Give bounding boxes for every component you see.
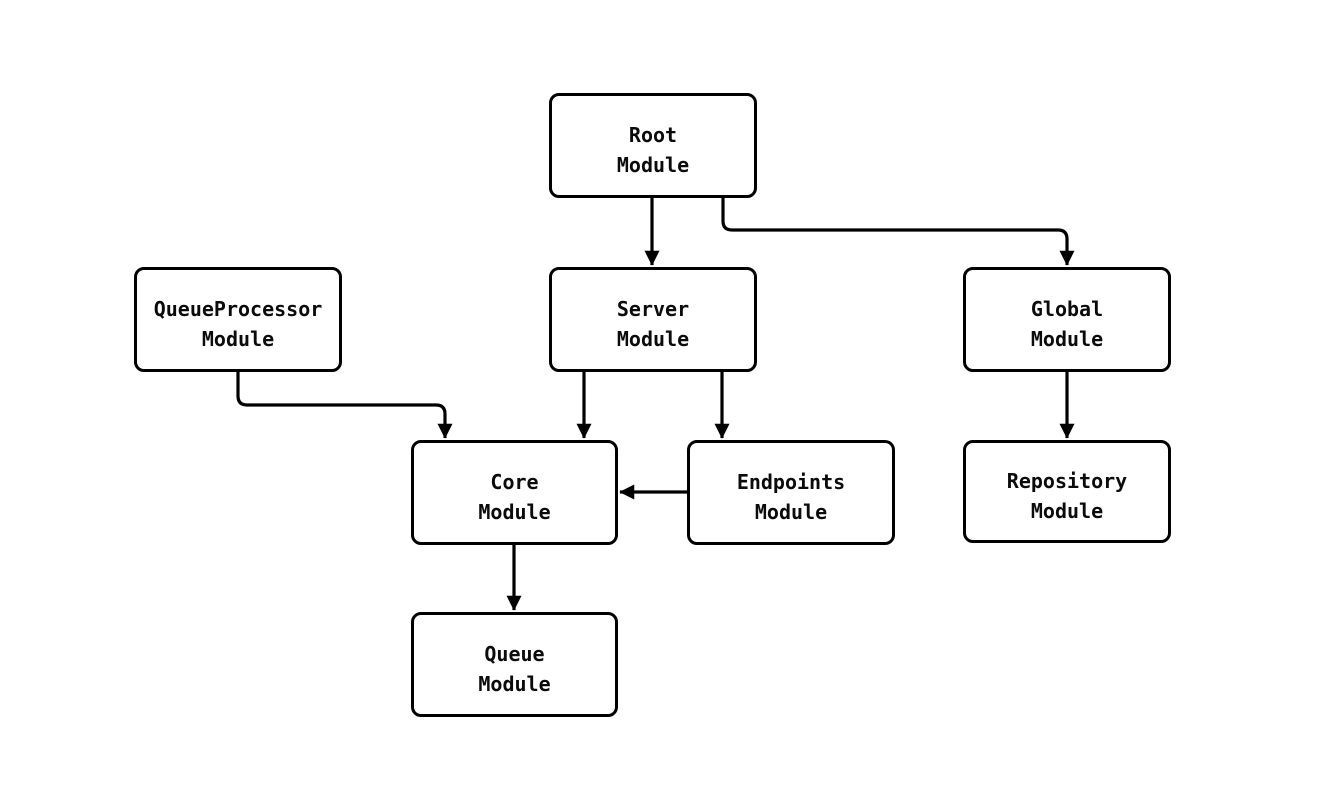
node-label-line1: Server [616, 296, 690, 321]
edge-root-to-global [721, 198, 1075, 266]
node-label-line2: Module [478, 499, 551, 524]
node-label-line2: Module [616, 326, 690, 351]
node-label-line2: Module [1030, 326, 1104, 351]
node-label-line1: Core [490, 469, 539, 494]
node-label-line1: QueueProcessor [153, 296, 323, 321]
node-queue-module: Queue Module [411, 612, 618, 717]
node-label-line2: Module [754, 499, 828, 524]
node-endpoints-module: Endpoints Module [687, 440, 895, 545]
node-label-line2: Module [201, 326, 275, 351]
node-label-line1: Repository [1006, 468, 1128, 493]
node-queueprocessor-module: QueueProcessor Module [134, 267, 342, 372]
node-label-line2: Module [616, 152, 690, 177]
node-repository-module: Repository Module [963, 440, 1171, 543]
node-core-module: Core Module [411, 440, 618, 545]
node-label-line2: Module [1030, 498, 1104, 523]
node-label-line1: Queue [484, 641, 545, 666]
node-global-module: Global Module [963, 267, 1171, 372]
node-label-line1: Endpoints [736, 469, 846, 494]
node-label-line1: Root [628, 122, 678, 147]
node-server-module: Server Module [549, 267, 757, 372]
node-label-line1: Global [1030, 296, 1104, 321]
node-label-line2: Module [478, 671, 551, 696]
node-root-module: Root Module [549, 93, 757, 198]
edge-queueprocessor-to-core [236, 372, 453, 439]
